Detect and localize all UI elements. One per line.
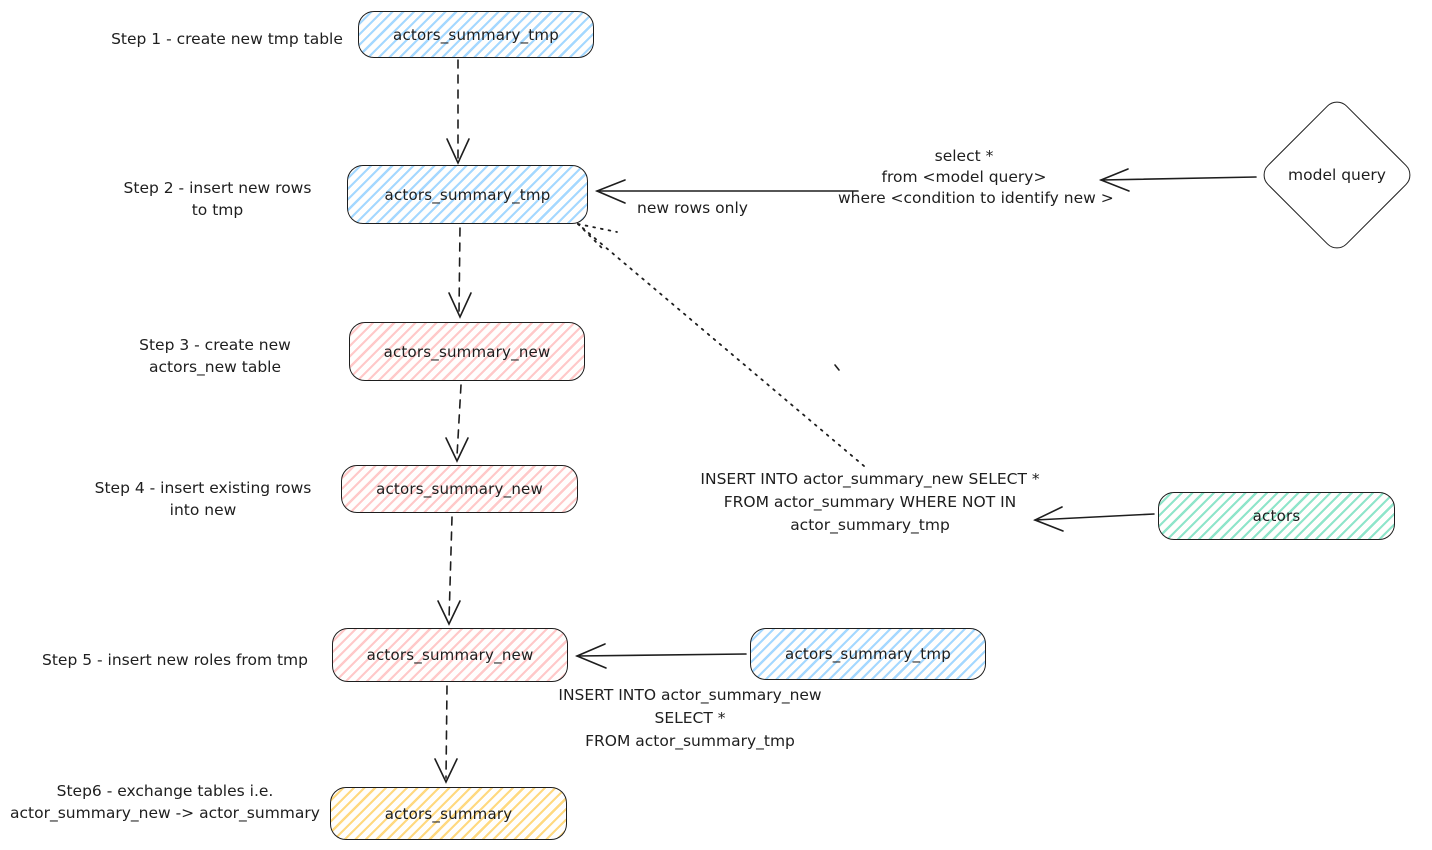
arrow-diamond-sql	[1100, 176, 1257, 181]
stray-mark	[834, 364, 840, 371]
node-step5-actors-summary-new: actors_summary_new	[332, 628, 568, 682]
label-step5: Step 5 - insert new roles from tmp	[42, 651, 308, 669]
label-step6: Step6 - exchange tables i.e. actor_summa…	[10, 782, 320, 822]
arrow-step4-step5	[448, 516, 453, 621]
node-actors: actors	[1158, 492, 1395, 540]
arrow-step2-step3	[458, 227, 461, 313]
annotation-insert-from-tmp-sql: INSERT INTO actor_summary_new SELECT * F…	[558, 686, 822, 750]
node-label: actors_summary_new	[376, 480, 543, 498]
label-step1: Step 1 - create new tmp table	[111, 30, 343, 48]
node-label: actors_summary_new	[383, 342, 551, 361]
node-step2-actors-summary-tmp: actors_summary_tmp	[347, 165, 588, 224]
node-label: actors_summary_new	[366, 646, 534, 664]
annotation-model-query-sql: select * from <model query> where <condi…	[838, 147, 1114, 207]
annotation-new-rows-only: new rows only	[637, 199, 748, 217]
arrow-tmp-step5	[576, 653, 747, 657]
annotation-insert-existing-sql: INSERT INTO actor_summary_new SELECT * F…	[700, 470, 1040, 534]
arrow-step5-step6	[445, 685, 448, 779]
model-query-diamond-label: model query	[1288, 166, 1386, 184]
dotted-link-sql-step2	[577, 223, 865, 467]
node-step3-actors-summary-new: actors_summary_new	[349, 322, 585, 381]
label-step4: Step 4 - insert existing rows into new	[94, 479, 312, 519]
node-label: actors_summary_tmp	[384, 185, 551, 204]
label-step2: Step 2 - insert new rows to tmp	[123, 179, 312, 219]
node-label: actors	[1252, 507, 1301, 525]
node-step4-actors-summary-new: actors_summary_new	[341, 465, 578, 513]
node-label: actors_summary	[384, 804, 513, 823]
node-label: actors_summary_tmp	[785, 645, 951, 663]
node-step1-actors-summary-tmp: actors_summary_tmp	[358, 11, 594, 58]
node-label: actors_summary_tmp	[393, 25, 559, 44]
node-tmp-source-actors-summary-tmp: actors_summary_tmp	[750, 628, 986, 680]
arrow-step3-step4	[456, 384, 462, 457]
node-step6-actors-summary: actors_summary	[330, 787, 567, 840]
label-step3: Step 3 - create new actors_new table	[139, 336, 291, 376]
